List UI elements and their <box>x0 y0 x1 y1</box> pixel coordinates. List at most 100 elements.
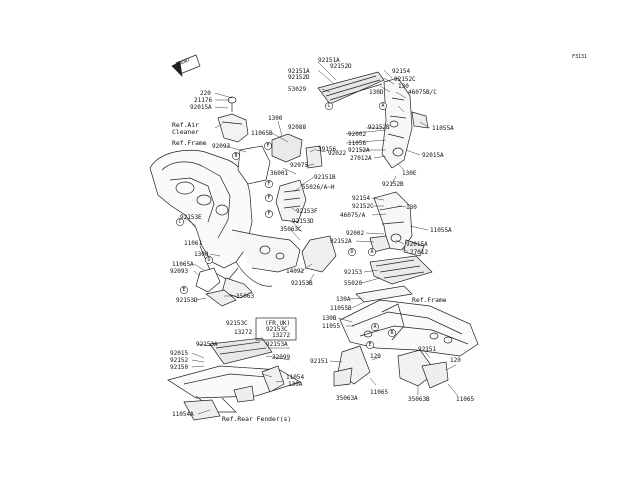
part-92152a-top: 92152A <box>348 147 370 154</box>
part-92075: 92075 <box>290 162 309 169</box>
marker-letter-f: F <box>266 142 270 149</box>
part-27012a: 27012A <box>350 155 372 162</box>
marker-letter-d: D <box>350 248 354 255</box>
part-92002-top: 92002 <box>348 131 367 138</box>
part-11065b: 11065B <box>251 130 273 137</box>
marker-a-top <box>379 102 387 110</box>
part-92152c-mid: 92152C <box>352 203 374 210</box>
part-14092: 14092 <box>286 268 305 275</box>
part-130-mid: 130 <box>406 204 417 211</box>
part-92093-left: 92093 <box>170 268 189 275</box>
marker-letter-a: A <box>381 102 385 109</box>
region-box <box>255 317 297 341</box>
part-39156: 39156 <box>318 146 337 153</box>
part-35063a: 35063A <box>336 395 358 402</box>
part-92153d-mid: 92153D <box>292 218 314 225</box>
part-92154-top: 92154 <box>392 68 411 75</box>
part-11054a: 11054A <box>172 411 194 418</box>
part-92002-mid: 92002 <box>346 230 365 237</box>
marker-f-mid2 <box>265 194 273 202</box>
part-11055b: 11055B <box>330 305 352 312</box>
marker-letter-f3: F <box>267 194 271 201</box>
marker-letter-a3: A <box>373 323 377 330</box>
part-130a-bottom: 130A <box>288 381 303 388</box>
part-32099: 32099 <box>272 354 291 361</box>
part-130a: 130A <box>336 296 351 303</box>
marker-f-mid1 <box>265 180 273 188</box>
marker-c-top <box>325 102 333 110</box>
part-35063c: 35063C <box>280 226 302 233</box>
part-92153a-left: 92153A <box>196 341 218 348</box>
part-92015a-top: 92015A <box>190 104 212 111</box>
part-92152d-b: 92152D <box>288 74 310 81</box>
marker-e-left <box>180 286 188 294</box>
marker-a-low <box>371 323 379 331</box>
rear-tray-assembly <box>167 337 301 421</box>
part-46075a: 46075/A <box>340 212 366 219</box>
part-92150: 92150 <box>170 364 189 371</box>
part-120-right: 120 <box>450 357 461 364</box>
part-21176: 21176 <box>194 97 213 104</box>
part-92151-left: 92151 <box>310 358 329 365</box>
part-55026: 55026/A~H <box>302 184 335 191</box>
part-92093-top: 92093 <box>212 143 231 150</box>
marker-f-mid3 <box>265 210 273 218</box>
marker-b-top <box>232 152 240 160</box>
part-92154-mid: 92154 <box>352 195 371 202</box>
part-35063: 35063 <box>236 293 255 300</box>
part-1300-top: 1300 <box>268 115 283 122</box>
part-11065-right: 11065 <box>456 396 475 403</box>
part-92022: 92022 <box>328 150 347 157</box>
battery-tray <box>355 255 433 303</box>
ref-frame-top: Ref.Frame <box>172 139 207 147</box>
part-92152a-mid: 92152A <box>330 238 352 245</box>
marker-letter-f2: F <box>267 180 271 187</box>
part-220: 220 <box>200 90 211 97</box>
part-35063b: 35063B <box>408 396 430 403</box>
part-130d: 130D <box>369 89 384 96</box>
part-92152d: 92152D <box>330 63 352 70</box>
marker-a-mid <box>368 248 376 256</box>
part-11065: 11065 <box>370 389 389 396</box>
part-92151a-b: 92151A <box>288 68 310 75</box>
marker-b-low <box>388 329 396 337</box>
part-55020: 55020 <box>344 280 363 287</box>
part-27012: 27012 <box>410 249 429 256</box>
part-46075b: 46075B/C <box>408 89 437 96</box>
ref-frame-right: Ref.Frame <box>412 296 447 304</box>
part-92015a-r: 92015A <box>422 152 444 159</box>
leader-lines <box>184 61 459 415</box>
part-92152: 92152 <box>170 357 189 364</box>
main-frame <box>149 149 301 299</box>
part-92151-right: 92151 <box>418 346 437 353</box>
part-130-top: 130 <box>398 83 409 90</box>
air-duct-parts <box>195 96 337 307</box>
part-92153b-mid: 92153B <box>291 280 313 287</box>
marker-letter-c2: C <box>178 218 182 225</box>
part-1300-left: 1300 <box>194 251 209 258</box>
part-92153f: 92153F <box>296 208 318 215</box>
circle-markers <box>176 102 396 349</box>
part-92151a-top: 92151A <box>318 57 340 64</box>
marker-letter-e: E <box>182 286 186 293</box>
marker-letter-b2: B <box>390 329 394 336</box>
part-130e: 130E <box>402 170 417 177</box>
marker-c-left <box>176 218 184 226</box>
marker-letter-a2: A <box>370 248 374 255</box>
marker-e-low <box>366 341 374 349</box>
part-11055: 11055 <box>322 323 341 330</box>
marker-f-top <box>264 142 272 150</box>
part-92153e: 92153E <box>180 214 202 221</box>
part-11054: 11054 <box>286 374 305 381</box>
part-13272-left: 13272 <box>234 329 253 336</box>
ref-air-cleaner: Ref.Air Cleaner <box>172 121 199 136</box>
part-13272-right: 13272 <box>272 332 291 339</box>
footrest-bracket-upper <box>317 71 429 169</box>
marker-letter-c: C <box>327 102 331 109</box>
part-11056: 11056 <box>348 140 367 147</box>
part-36001: 36001 <box>270 170 289 177</box>
part-11061: 11061 <box>184 240 203 247</box>
marker-letter-e2: E <box>368 341 372 348</box>
